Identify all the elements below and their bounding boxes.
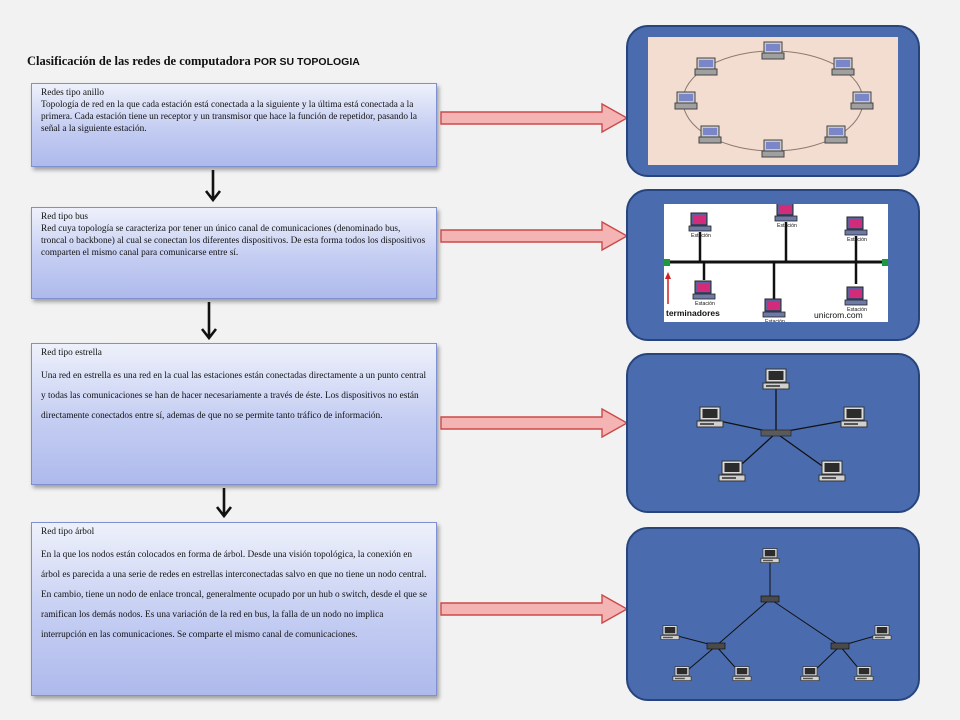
panel-tree [626,527,920,701]
ring-computer-icon [850,91,874,110]
box-star-heading: Red tipo estrella [41,348,102,358]
bus-node-label: Estación [847,307,867,313]
star-computer-icon [818,460,846,482]
bus-label-terminators: terminadores [666,308,720,318]
tree-switch [830,642,850,650]
tree-computer-icon [760,548,780,563]
bus-computer-icon: Estación [692,280,716,307]
bus-computer-icon: Estación [688,212,712,239]
bus-computer-icon: Estación [844,286,868,313]
ring-computer-icon [694,57,718,76]
right-arrow-1 [440,102,629,134]
tree-computer-icon [660,625,680,640]
bus-computer-icon: Estación [762,298,786,322]
star-computer-icon [718,460,746,482]
tree-computer-icon [872,625,892,640]
ring-computer-icon [824,125,848,144]
ring-computer-icon [674,91,698,110]
box-bus: Red tipo bus Red cuya topología se carac… [31,207,437,299]
panel-ring [626,25,920,177]
down-arrow-2 [200,302,218,341]
bus-node-label: Estación [691,233,711,239]
star-hub [760,429,792,437]
star-computer-icon [840,406,868,428]
ring-computer-icon [761,41,785,60]
right-arrow-3 [440,407,629,439]
bus-computer-icon: Estación [774,204,798,229]
bus-computer-icon: Estación [844,216,868,243]
tree-switch [706,642,726,650]
title-suffix: POR SU TOPOLOGIA [253,56,360,68]
tree-topology-image [660,548,892,681]
panel-star [626,353,920,513]
box-ring-text: Topología de red en la que cada estación… [41,100,418,135]
bus-node-label: Estación [847,237,867,243]
bus-node-label: Estación [777,223,797,229]
tree-computer-icon [854,666,874,681]
box-ring: Redes tipo anillo Topología de red en la… [31,83,437,167]
box-tree-heading: Red tipo árbol [41,527,95,537]
star-topology-image [696,368,868,482]
title-main: Clasificación de las redes de computador… [27,54,251,68]
down-arrow-3 [215,488,233,519]
tree-computer-icon [732,666,752,681]
tree-computer-icon [800,666,820,681]
bus-topology-image: EstaciónEstaciónEstaciónEstaciónEstación… [664,204,888,322]
bus-node-label: Estación [695,301,715,307]
ring-computer-icon [831,57,855,76]
box-ring-heading: Redes tipo anillo [41,88,105,98]
ring-computer-icon [761,139,785,158]
down-arrow-1 [204,170,222,203]
tree-switch [760,595,780,603]
bus-node-label: Estación [765,319,785,322]
right-arrow-2 [440,220,629,252]
star-computer-icon [762,368,790,390]
box-bus-text: Red cuya topología se caracteriza por te… [41,224,426,259]
ring-topology-image [648,37,898,165]
box-star-text: Una red en estrella es una red en la cua… [41,371,427,422]
star-computer-icon [696,406,724,428]
ring-computer-icon [698,125,722,144]
tree-computer-icon [672,666,692,681]
bus-label-source: unicrom.com [814,310,863,320]
page-title: Clasificación de las redes de computador… [27,54,360,69]
box-tree-text: En la que los nodos están colocados en f… [41,550,427,641]
box-tree: Red tipo árbol En la que los nodos están… [31,522,437,696]
box-bus-heading: Red tipo bus [41,212,89,222]
box-star: Red tipo estrella Una red en estrella es… [31,343,437,485]
right-arrow-4 [440,593,629,625]
